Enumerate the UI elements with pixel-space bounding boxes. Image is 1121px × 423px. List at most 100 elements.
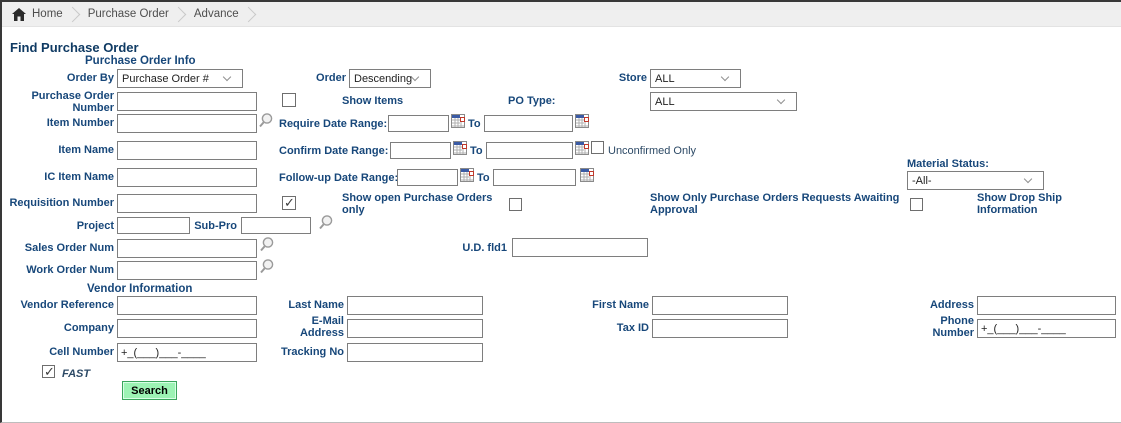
sub-pro-lookup-magnifier-icon[interactable] — [318, 214, 334, 231]
order-by-select[interactable]: Purchase Order # — [117, 69, 243, 88]
show-items-checkbox[interactable] — [282, 93, 296, 107]
awaiting-approval-label: Show Only Purchase Orders Requests Await… — [650, 192, 900, 216]
item-number-lookup-magnifier-icon[interactable] — [258, 112, 274, 129]
breadcrumb: Home Purchase Order Advance — [2, 2, 1121, 27]
vendor-reference-label: Vendor Reference — [20, 299, 114, 311]
tracking-no-input[interactable] — [347, 343, 483, 362]
chevron-down-icon — [1023, 174, 1033, 184]
require-date-from-input[interactable] — [388, 115, 449, 132]
sub-pro-label: Sub-Pro — [194, 220, 237, 232]
order-by-value: Purchase Order # — [122, 72, 209, 85]
cell-number-label: Cell Number — [49, 346, 114, 358]
require-date-to-calendar-icon[interactable] — [575, 114, 589, 128]
purchase-order-number-input[interactable] — [117, 92, 257, 111]
confirm-date-to-input[interactable] — [486, 142, 573, 159]
ud-fld1-input[interactable] — [512, 238, 648, 257]
order-by-label: Order By — [66, 72, 114, 84]
fast-label: FAST — [62, 368, 91, 380]
store-select[interactable]: ALL — [650, 69, 741, 88]
first-name-input[interactable] — [652, 296, 788, 315]
awaiting-approval-checkbox[interactable] — [509, 198, 522, 211]
chevron-right-icon — [240, 6, 256, 22]
address-input[interactable] — [977, 296, 1116, 315]
unconfirmed-only-label: Unconfirmed Only — [608, 145, 697, 157]
fast-checkbox[interactable] — [42, 364, 55, 380]
chevron-down-icon — [410, 72, 420, 82]
show-items-label: Show Items — [342, 95, 404, 107]
item-number-label: Item Number — [46, 117, 114, 129]
confirm-date-to-label: To — [470, 145, 483, 157]
chevron-right-icon — [64, 6, 80, 22]
order-select[interactable]: Descending — [349, 69, 431, 88]
requisition-number-input[interactable] — [117, 194, 257, 213]
ic-item-name-input[interactable] — [117, 168, 257, 187]
show-open-po-checkbox[interactable] — [282, 195, 296, 211]
vendor-reference-input[interactable] — [117, 296, 257, 315]
breadcrumb-item-home[interactable]: Home — [12, 7, 63, 21]
email-address-label: E-Mail Address — [299, 315, 344, 339]
followup-date-to-calendar-icon[interactable] — [580, 168, 594, 182]
first-name-label: First Name — [592, 299, 649, 311]
chevron-down-icon — [720, 72, 730, 82]
material-status-value: -All- — [912, 174, 932, 187]
chevron-down-icon — [222, 72, 232, 82]
sales-order-num-input[interactable] — [117, 239, 257, 258]
breadcrumb-label: Home — [32, 8, 63, 20]
phone-number-label: Phone Number — [932, 315, 974, 339]
company-label: Company — [63, 322, 114, 334]
project-input[interactable] — [117, 217, 190, 234]
followup-date-from-calendar-icon[interactable] — [460, 168, 474, 182]
require-date-from-calendar-icon[interactable] — [451, 114, 465, 128]
address-label: Address — [929, 299, 974, 311]
item-number-input[interactable] — [117, 114, 257, 133]
store-label: Store — [618, 72, 647, 84]
email-address-input[interactable] — [347, 319, 483, 338]
chevron-right-icon — [170, 6, 187, 22]
confirm-date-to-calendar-icon[interactable] — [575, 141, 589, 155]
require-date-to-input[interactable] — [484, 115, 573, 132]
section-vendor-information: Vendor Information — [87, 283, 193, 295]
drop-ship-checkbox[interactable] — [910, 198, 923, 211]
last-name-input[interactable] — [347, 296, 483, 315]
breadcrumb-item-purchase-order[interactable]: Purchase Order — [88, 8, 169, 20]
last-name-label: Last Name — [288, 299, 344, 311]
work-order-num-input[interactable] — [117, 261, 257, 280]
purchase-order-number-label: Purchase Order Number — [31, 90, 114, 114]
sales-order-lookup-magnifier-icon[interactable] — [259, 236, 275, 253]
work-order-lookup-magnifier-icon[interactable] — [259, 258, 275, 275]
store-value: ALL — [655, 72, 675, 85]
followup-date-to-input[interactable] — [493, 169, 576, 186]
require-date-to-label: To — [468, 118, 481, 130]
followup-date-to-label: To — [477, 172, 490, 184]
page-title: Find Purchase Order — [10, 40, 139, 55]
section-purchase-order-info: Purchase Order Info — [85, 55, 196, 67]
requisition-number-label: Requisition Number — [9, 197, 114, 209]
material-status-select[interactable]: -All- — [907, 171, 1044, 190]
confirm-date-from-input[interactable] — [390, 142, 451, 159]
tracking-no-label: Tracking No — [281, 346, 344, 358]
unconfirmed-only-checkbox[interactable] — [591, 141, 604, 154]
chevron-down-icon — [776, 95, 786, 105]
breadcrumb-item-advance[interactable]: Advance — [194, 8, 239, 20]
cell-number-input[interactable] — [117, 343, 257, 362]
confirm-date-range-label: Confirm Date Range: — [279, 145, 389, 157]
search-button[interactable]: Search — [122, 381, 177, 400]
breadcrumb-label: Advance — [193, 8, 239, 20]
confirm-date-from-calendar-icon[interactable] — [453, 141, 467, 155]
sub-pro-input[interactable] — [241, 217, 311, 234]
company-input[interactable] — [117, 319, 257, 338]
home-icon — [12, 7, 26, 21]
phone-number-input[interactable] — [977, 319, 1116, 338]
material-status-label: Material Status: — [907, 158, 989, 170]
order-label: Order — [316, 72, 346, 84]
project-label: Project — [76, 220, 114, 232]
po-type-select[interactable]: ALL — [650, 92, 797, 111]
tax-id-input[interactable] — [652, 319, 788, 338]
po-type-value: ALL — [655, 95, 675, 108]
item-name-label: Item Name — [58, 144, 114, 156]
breadcrumb-label: Purchase Order — [87, 8, 169, 20]
item-name-input[interactable] — [117, 141, 257, 160]
tax-id-label: Tax ID — [616, 322, 649, 334]
followup-date-from-input[interactable] — [397, 169, 458, 186]
